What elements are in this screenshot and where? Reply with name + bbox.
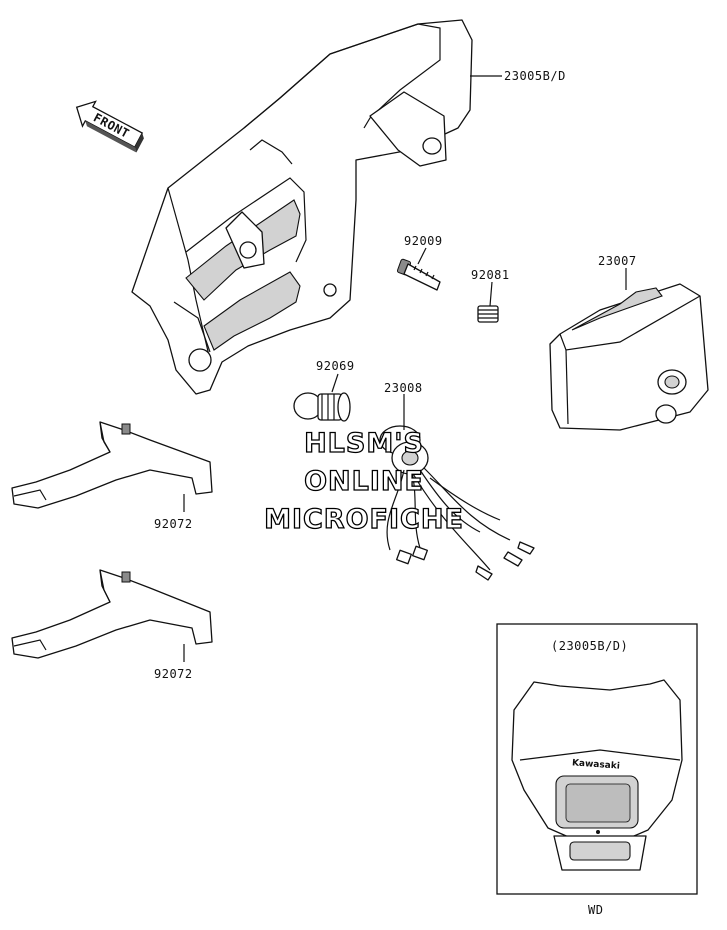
leader-screw [417,247,427,265]
watermark-line-3: MICROFICHE [264,504,464,535]
variant-inset: (23005B/D) Kawasaki WD [496,623,698,917]
label-headlight: 23007 [598,254,637,268]
label-socket: 23008 [384,381,423,395]
headlight [549,283,709,431]
label-bracket-upper: 92072 [154,517,193,531]
watermark-line-2: ONLINE [304,466,424,497]
label-headlight-cover: 23005B/D [504,69,566,83]
watermark-line-1: HLSM'S [304,428,424,459]
screw [396,258,441,291]
bracket-lower [11,569,213,659]
label-bracket-lower: 92072 [154,667,193,681]
bracket-upper [11,421,213,509]
label-bulb: 92069 [316,359,355,373]
label-screw: 92009 [404,234,443,248]
watermark: HLSM'S ONLINE MICROFICHE [263,427,464,535]
inset-footer: WD [588,903,603,917]
inset-title: (23005B/D) [551,639,628,653]
leader-clip [489,281,493,307]
label-clip: 92081 [471,268,510,282]
front-arrow: FRONT [75,100,144,153]
clip [477,305,499,323]
headlight-cover [131,19,473,395]
inset-brand-text: Kawasaki [572,758,621,771]
socket-harness [379,425,535,581]
bulb [293,392,351,422]
leader-bulb [331,373,339,393]
